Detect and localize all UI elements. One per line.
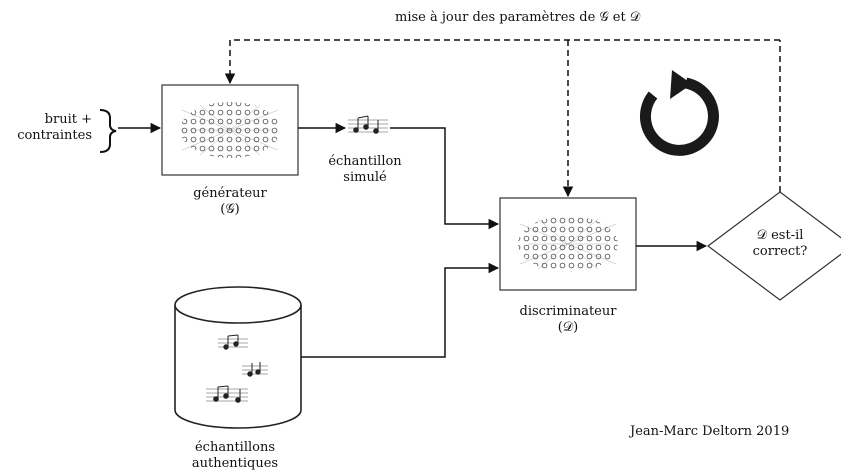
simulated-sample-label: échantillon simulé — [328, 154, 402, 185]
arrow-sample-to-discriminator — [390, 127, 500, 230]
decision-label: 𝒟 est-il correct? — [752, 228, 808, 259]
generator-box — [161, 84, 299, 176]
decision-diamond — [707, 191, 841, 301]
credit-label: Jean-Marc Deltorn 2019 — [630, 424, 790, 439]
input-brace — [99, 109, 117, 153]
update-parameters-label: mise à jour des paramètres de 𝒢 et 𝒟 — [395, 10, 641, 25]
cycle-arrow-icon — [639, 70, 719, 156]
authentic-samples-label: échantillons authentiques — [191, 440, 279, 471]
music-notes-icon — [206, 334, 268, 403]
generator-label: générateur (𝒢) — [193, 186, 267, 217]
authentic-database — [174, 286, 302, 429]
input-label: bruit + contraintes — [17, 112, 92, 143]
discriminator-label: discriminateur (𝒟) — [519, 304, 617, 335]
arrow-database-to-discriminator — [301, 262, 500, 358]
discriminator-box — [499, 197, 637, 291]
music-notes-icon — [348, 115, 388, 134]
